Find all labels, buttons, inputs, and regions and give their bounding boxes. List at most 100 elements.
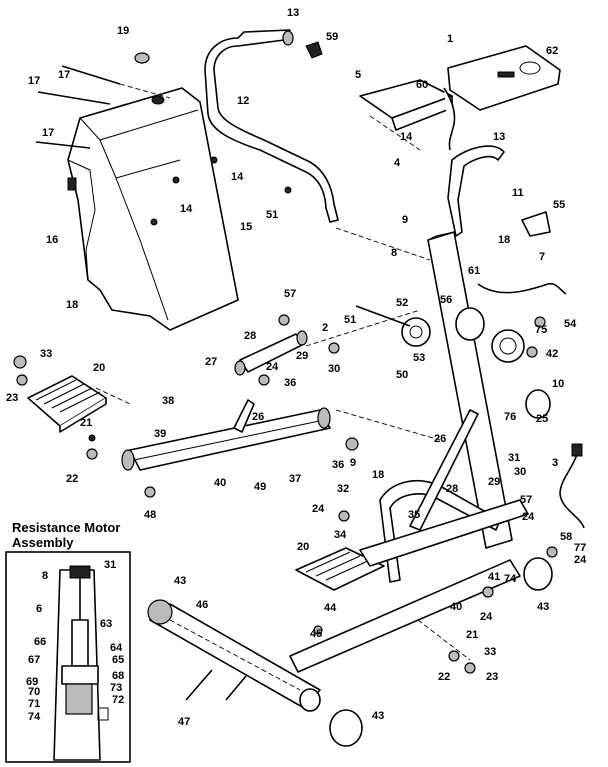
callout: 38 — [162, 395, 174, 407]
bolts-17 — [35, 65, 171, 149]
inset-callout: 67 — [28, 654, 40, 666]
console-bracket — [359, 45, 561, 131]
resistance-motor-inset: Resistance Motor Assembly — [5, 520, 131, 763]
callout: 75 — [535, 324, 547, 336]
plug-3 — [571, 443, 583, 457]
callout: 28 — [244, 330, 256, 342]
callout: 4 — [394, 157, 401, 169]
inset-callouts: 8 31 6 63 66 64 65 67 68 69 73 70 72 71 … — [26, 559, 124, 723]
callout: 22 — [66, 473, 78, 485]
callout: 44 — [324, 602, 337, 614]
callout: 2 — [322, 322, 328, 334]
inset-callout: 64 — [110, 642, 123, 654]
callout: 51 — [344, 314, 356, 326]
inset-callout: 72 — [112, 694, 124, 706]
callout: 13 — [287, 7, 299, 19]
inset-callout: 65 — [112, 654, 124, 666]
cap-59 — [305, 41, 323, 59]
hardware-nuts — [13, 156, 558, 674]
callout: 54 — [564, 318, 577, 330]
callout: 20 — [297, 541, 309, 553]
callout: 53 — [413, 352, 425, 364]
inset-title-line2: Assembly — [12, 535, 74, 550]
callout: 21 — [466, 629, 478, 641]
callout: 10 — [552, 378, 564, 390]
inset-callout: 8 — [42, 570, 48, 582]
inset-callout: 69 — [26, 676, 38, 688]
bracket-55 — [521, 211, 551, 237]
callout: 8 — [391, 247, 397, 259]
callout: 57 — [520, 494, 532, 506]
callout: 13 — [493, 131, 505, 143]
callout: 77 — [574, 542, 586, 554]
callout: 24 — [480, 611, 493, 623]
resistance-cylinder-upper — [234, 330, 308, 376]
callout: 41 — [488, 571, 500, 583]
callout: 24 — [522, 511, 535, 523]
callout: 59 — [326, 31, 338, 43]
callout: 43 — [372, 710, 384, 722]
callout: 27 — [205, 356, 217, 368]
callout: 23 — [6, 392, 18, 404]
callout: 37 — [289, 473, 301, 485]
cable-60 — [443, 87, 456, 151]
cable-61 — [477, 282, 567, 295]
callout: 58 — [560, 531, 572, 543]
callout: 52 — [396, 297, 408, 309]
callout: 74 — [504, 573, 517, 585]
callout: 47 — [178, 716, 190, 728]
callout: 43 — [537, 601, 549, 613]
callout: 14 — [231, 171, 244, 183]
inset-frame — [5, 551, 131, 763]
callout: 12 — [237, 95, 249, 107]
callout: 20 — [93, 362, 105, 374]
callout: 24 — [266, 361, 279, 373]
callout: 33 — [484, 646, 496, 658]
inset-callout: 74 — [28, 711, 41, 723]
flywheel-parts — [355, 305, 551, 419]
callout: 17 — [28, 75, 40, 87]
callout: 3 — [552, 457, 558, 469]
callout: 39 — [154, 428, 166, 440]
callout: 17 — [58, 69, 70, 81]
callout: 9 — [350, 457, 356, 469]
callout: 35 — [408, 509, 420, 521]
callout: 31 — [508, 452, 520, 464]
callout: 61 — [468, 265, 480, 277]
cable-3 — [559, 451, 585, 529]
inset-callout: 6 — [36, 603, 42, 615]
callout: 32 — [337, 483, 349, 495]
callout: 45 — [310, 628, 322, 640]
callout: 30 — [328, 363, 340, 375]
callout: 9 — [402, 214, 408, 226]
callout: 43 — [174, 575, 186, 587]
callout: 46 — [196, 599, 208, 611]
callout: 36 — [332, 459, 344, 471]
callout: 33 — [40, 348, 52, 360]
upright-post — [427, 231, 513, 549]
callout: 56 — [440, 294, 452, 306]
callout: 29 — [488, 476, 500, 488]
callout: 36 — [284, 377, 296, 389]
callout: 57 — [284, 288, 296, 300]
handlebar — [204, 29, 339, 223]
inset-callout: 66 — [34, 636, 46, 648]
inset-callout: 70 — [28, 686, 40, 698]
shroud-cover — [67, 87, 239, 331]
crossbar-39 — [121, 399, 331, 471]
callout: 21 — [80, 417, 92, 429]
callout: 14 — [400, 131, 413, 143]
callout: 51 — [266, 209, 278, 221]
callout: 34 — [334, 529, 347, 541]
callout: 40 — [450, 601, 462, 613]
pedal-upper-left — [27, 375, 107, 433]
knob-19 — [134, 52, 150, 64]
handle-right — [447, 145, 505, 237]
callout: 30 — [514, 466, 526, 478]
callout: 49 — [254, 481, 266, 493]
callout: 14 — [180, 203, 193, 215]
callout: 22 — [438, 671, 450, 683]
inset-callout: 63 — [100, 618, 112, 630]
inset-callout: 73 — [110, 682, 122, 694]
